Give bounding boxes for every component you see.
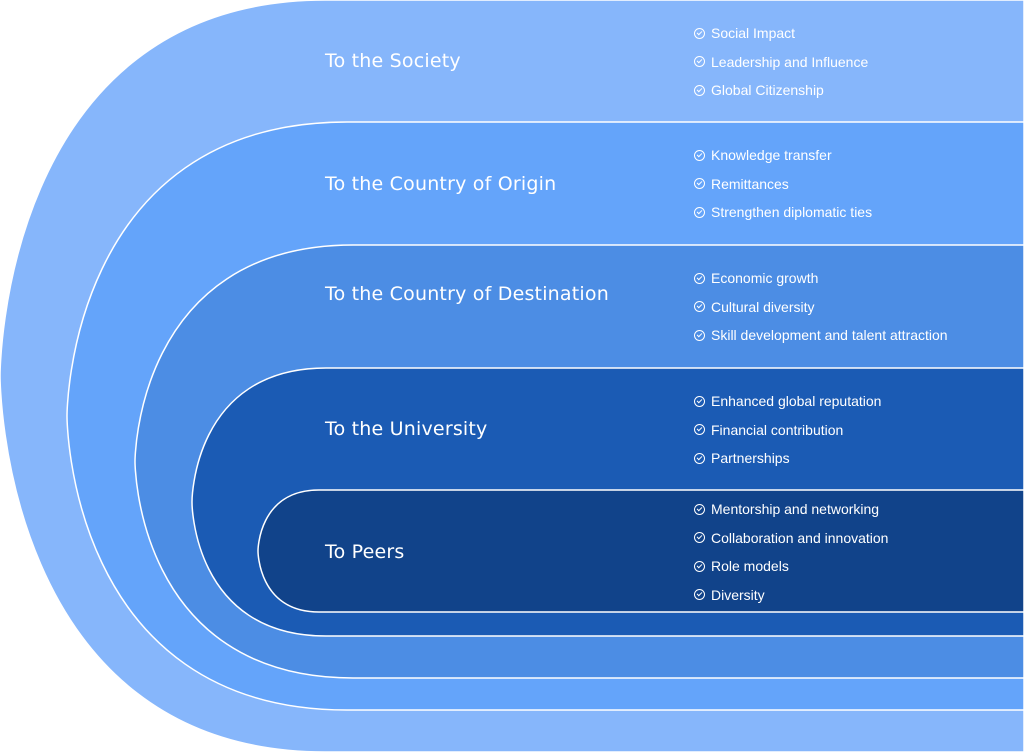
ring-shape-peers <box>257 489 1024 613</box>
